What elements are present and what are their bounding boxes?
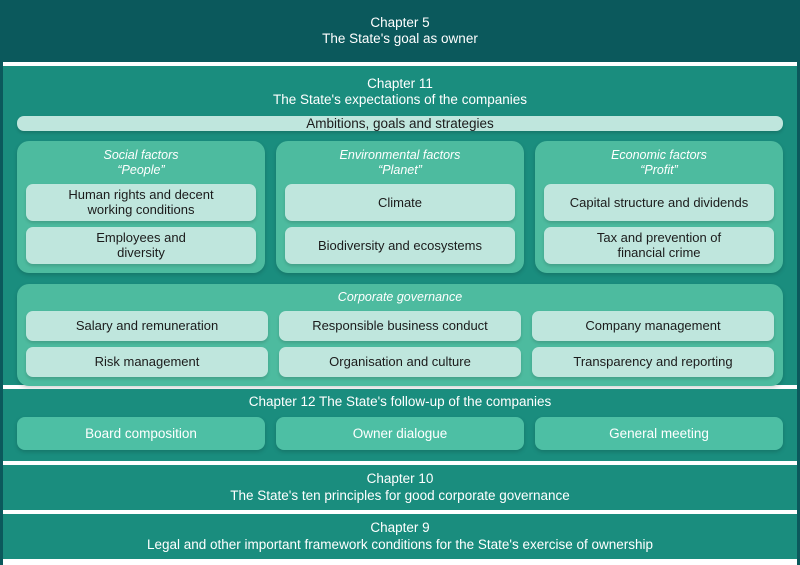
item-board-composition[interactable]: Board composition: [17, 417, 265, 451]
corporate-governance-heading-block: Corporate governance: [26, 290, 774, 305]
item-climate-line1: Climate: [377, 194, 423, 210]
item-biodiversity-ecosystems-line1: Biodiversity and ecosystems: [317, 237, 482, 253]
item-tax-financial-crime[interactable]: Tax and prevention of financial crime: [544, 226, 774, 264]
item-human-rights[interactable]: Human rights and decent working conditio…: [26, 183, 256, 221]
item-salary-remuneration[interactable]: Salary and remuneration: [26, 310, 268, 341]
chapter-11-title: Chapter 11: [367, 76, 433, 91]
chapter-12-title-block: Chapter 12 The State's follow-up of the …: [17, 394, 783, 410]
chapter-5-title-block: Chapter 5 The State's goal as owner: [322, 15, 478, 48]
item-risk-management[interactable]: Risk management: [26, 346, 268, 377]
item-owner-dialogue[interactable]: Owner dialogue: [276, 417, 524, 451]
chapter-9-title-block: Chapter 9 Legal and other important fram…: [147, 520, 653, 553]
item-human-rights-line1: Human rights and decent: [68, 187, 214, 203]
pillar-social-heading: Social factors: [103, 147, 179, 162]
item-transparency-reporting[interactable]: Transparency and reporting: [532, 346, 774, 377]
pillar-environmental-factors: Environmental factors “Planet” Climate B…: [276, 140, 524, 273]
item-biodiversity-ecosystems[interactable]: Biodiversity and ecosystems: [285, 226, 515, 264]
pillar-environmental-heading-block: Environmental factors “Planet”: [285, 148, 515, 178]
item-human-rights-line2: working conditions: [87, 202, 195, 218]
chapter-9-subtitle: Legal and other important framework cond…: [146, 536, 654, 552]
chapter-10-title-block: Chapter 10 The State's ten principles fo…: [230, 471, 570, 504]
governance-column-2: Responsible business conduct Organisatio…: [279, 310, 521, 377]
corporate-governance-panel: Corporate governance Salary and remunera…: [17, 283, 783, 386]
pillar-environmental-heading: Environmental factors: [339, 147, 461, 162]
pillar-economic-heading-block: Economic factors “Profit”: [544, 148, 774, 178]
chapter-9-title: Chapter 9: [370, 520, 430, 536]
governance-column-3: Company management Transparency and repo…: [532, 310, 774, 377]
chapter-12-box-row: Board composition Owner dialogue General…: [17, 417, 783, 451]
item-responsible-business-conduct[interactable]: Responsible business conduct: [279, 310, 521, 341]
chapter-12-band: Chapter 12 The State's follow-up of the …: [3, 389, 797, 461]
chapter-11-title-block: Chapter 11 The State's expectations of t…: [17, 76, 783, 109]
chapter-5-title: Chapter 5: [370, 14, 430, 30]
item-tax-financial-crime-line1: Tax and prevention of: [596, 230, 722, 246]
item-employees-diversity-line1: Employees and: [96, 230, 186, 246]
pillar-social-subheading: “People”: [117, 162, 165, 177]
corporate-governance-heading: Corporate governance: [337, 289, 463, 304]
chapter-10-title: Chapter 10: [366, 471, 434, 487]
item-general-meeting[interactable]: General meeting: [535, 417, 783, 451]
chapter-11-band: Chapter 11 The State's expectations of t…: [3, 66, 797, 386]
chapter-10-band: Chapter 10 The State's ten principles fo…: [3, 465, 797, 510]
pillar-social-heading-block: Social factors “People”: [26, 148, 256, 178]
pillar-social-factors: Social factors “People” Human rights and…: [17, 140, 265, 273]
pillar-economic-factors: Economic factors “Profit” Capital struct…: [535, 140, 783, 273]
chapter-11-subtitle: The State's expectations of the companie…: [273, 92, 527, 108]
governance-column-1: Salary and remuneration Risk management: [26, 310, 268, 377]
pillar-environmental-subheading: “Planet”: [378, 162, 422, 177]
ambitions-goals-strategies-box[interactable]: Ambitions, goals and strategies: [17, 115, 783, 131]
corporate-governance-grid: Salary and remuneration Risk management …: [26, 310, 774, 377]
item-company-management[interactable]: Company management: [532, 310, 774, 341]
chapter-5-band: Chapter 5 The State's goal as owner: [3, 0, 797, 62]
pillar-row: Social factors “People” Human rights and…: [17, 140, 783, 273]
chapter-10-subtitle: The State's ten principles for good corp…: [230, 487, 570, 503]
chapter-9-band: Chapter 9 Legal and other important fram…: [3, 514, 797, 559]
item-capital-structure-dividends[interactable]: Capital structure and dividends: [544, 183, 774, 221]
item-employees-diversity-line2: diversity: [117, 245, 165, 261]
chapter-12-title: Chapter 12 The State's follow-up of the …: [248, 394, 552, 409]
pillar-economic-heading: Economic factors: [611, 147, 707, 162]
item-capital-structure-dividends-line1: Capital structure and dividends: [569, 194, 749, 210]
pillar-economic-subheading: “Profit”: [640, 162, 678, 177]
item-tax-financial-crime-line2: financial crime: [617, 245, 701, 261]
item-climate[interactable]: Climate: [285, 183, 515, 221]
item-organisation-culture[interactable]: Organisation and culture: [279, 346, 521, 377]
item-employees-diversity[interactable]: Employees and diversity: [26, 226, 256, 264]
chapter-5-subtitle: The State's goal as owner: [322, 31, 478, 46]
